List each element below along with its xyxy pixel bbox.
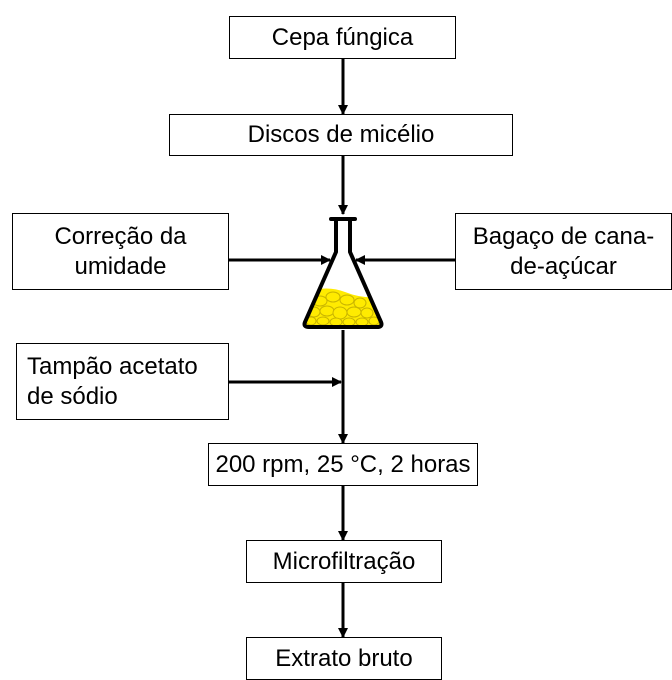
sodium-acetate-buffer-line2: de sódio <box>27 382 118 410</box>
incubation-label: 200 rpm, 25 °C, 2 horas <box>215 450 471 478</box>
microfiltration-box: Microfiltração <box>246 540 442 583</box>
strain-box: Cepa fúngica <box>229 16 456 59</box>
moisture-correction-line2: umidade <box>74 252 167 280</box>
moisture-correction-line1: Correção da <box>54 222 187 250</box>
moisture-correction-box: Correção da umidade <box>12 213 229 290</box>
crude-extract-box: Extrato bruto <box>246 637 442 680</box>
mycelium-discs-label: Discos de micélio <box>247 121 435 148</box>
erlenmeyer-flask-icon <box>302 217 384 329</box>
mycelium-discs-box: Discos de micélio <box>169 114 513 156</box>
strain-label: Cepa fúngica <box>271 23 414 51</box>
bagasse-line2: de-açúcar <box>510 252 617 280</box>
bagasse-line1: Bagaço de cana- <box>472 222 655 250</box>
sodium-acetate-buffer-line1: Tampão acetato <box>27 352 198 380</box>
crude-extract-label: Extrato bruto <box>275 645 413 672</box>
incubation-box: 200 rpm, 25 °C, 2 horas <box>208 443 478 486</box>
bagasse-box: Bagaço de cana- de-açúcar <box>455 213 672 290</box>
sodium-acetate-buffer-box: Tampão acetato de sódio <box>16 343 229 420</box>
substrate-fill <box>304 288 382 327</box>
microfiltration-label: Microfiltração <box>272 547 416 575</box>
flask-outline <box>302 221 384 329</box>
